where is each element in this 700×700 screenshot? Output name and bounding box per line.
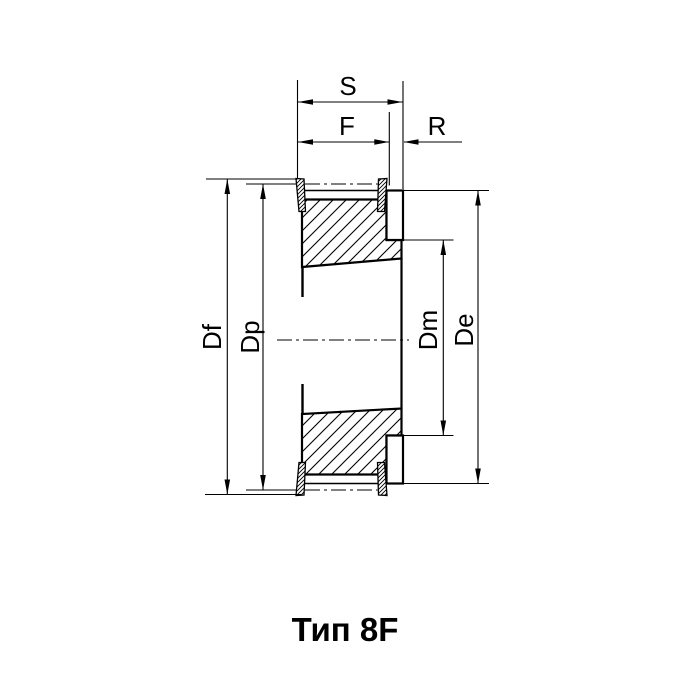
tooth-tip-lines <box>305 189 378 485</box>
df-arrow-bottom <box>224 479 231 495</box>
flange-top-left <box>295 177 307 213</box>
hub-boss-top <box>385 189 405 242</box>
label-hub-projection-R: R <box>428 111 447 141</box>
de-arrow-top <box>475 190 481 206</box>
s-arrow-left <box>298 99 313 105</box>
f-arrow-right <box>374 139 390 145</box>
flange-bottom-right <box>376 461 388 497</box>
label-flange-diameter-Df: Df <box>197 323 227 350</box>
flange-bottom-left <box>295 461 307 497</box>
s-arrow-right <box>387 99 403 105</box>
df-arrow-top <box>224 179 231 194</box>
label-pitch-diameter-Dp: Dp <box>235 320 265 353</box>
dm-arrow-top <box>440 240 447 255</box>
r-arrow <box>403 139 419 145</box>
pulley-body <box>300 189 405 485</box>
label-width-total-S: S <box>339 71 356 101</box>
center-lines <box>277 183 409 491</box>
dm-arrow-bottom <box>440 420 447 436</box>
hub-boss-bottom <box>385 434 405 485</box>
label-outside-diameter-De: De <box>449 313 479 346</box>
dp-arrow-bottom <box>260 475 266 490</box>
de-arrow-bottom <box>475 468 481 484</box>
dimension-lines <box>205 80 489 496</box>
dimension-labels: S F R Df Dp Dm De <box>197 71 479 354</box>
label-hub-diameter-Dm: Dm <box>413 310 443 350</box>
arrowheads <box>224 99 481 495</box>
flange-top-right <box>376 177 388 213</box>
f-arrow-left <box>298 139 313 145</box>
label-face-width-F: F <box>339 111 355 141</box>
flanges <box>295 177 388 497</box>
dp-arrow-top <box>260 184 266 199</box>
drawing-caption: Тип 8F <box>292 611 399 648</box>
